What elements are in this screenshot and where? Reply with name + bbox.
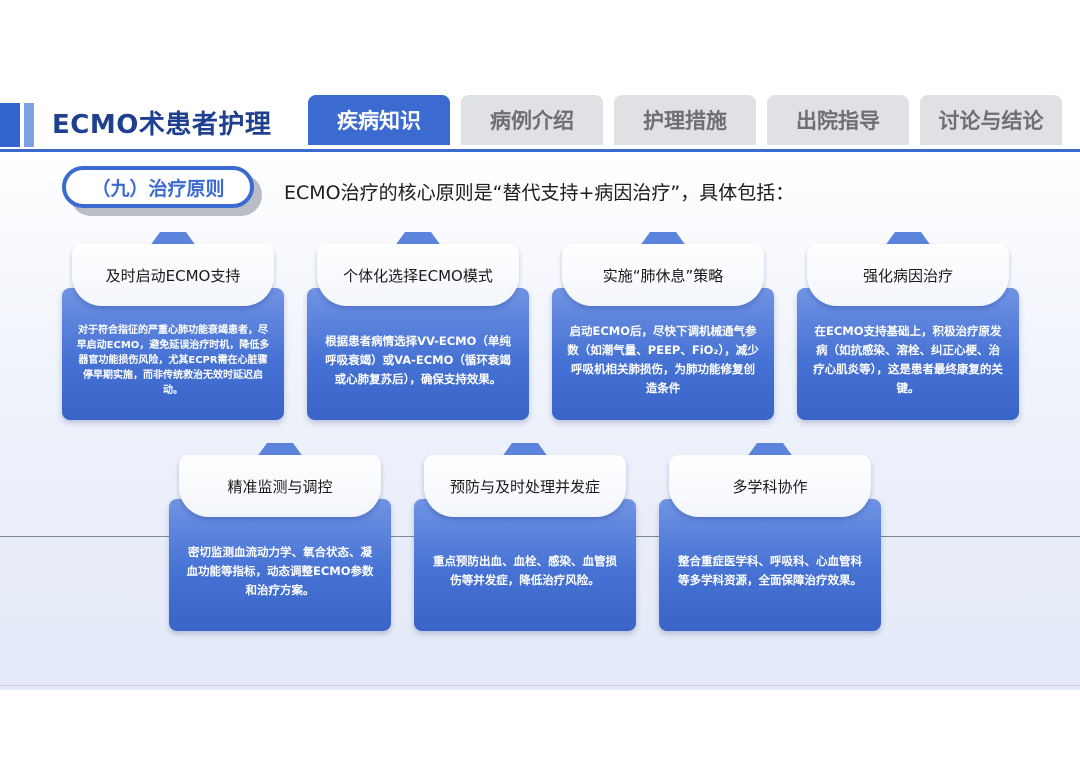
- title-accent-bar: [0, 103, 20, 147]
- card-text: 密切监测血流动力学、氧合状态、凝血功能等指标，动态调整ECMO参数和治疗方案。: [186, 544, 374, 597]
- tab-nursing-measures[interactable]: 护理措施: [614, 95, 756, 145]
- card-text: 在ECMO支持基础上，积极治疗原发病（如抗感染、溶栓、纠正心梗、治疗心肌炎等），…: [813, 324, 1003, 395]
- header-divider: [0, 149, 1080, 152]
- card-text: 重点预防出血、血栓、感染、血管损伤等并发症，降低治疗风险。: [433, 554, 617, 587]
- card-body: [659, 499, 881, 631]
- tab-discussion-conclusion[interactable]: 讨论与结论: [920, 95, 1062, 145]
- card-body: [62, 288, 284, 420]
- card-title: 精准监测与调控: [179, 455, 381, 517]
- card-title: 预防与及时处理并发症: [424, 455, 626, 517]
- tab-disease-knowledge[interactable]: 疾病知识: [308, 95, 450, 145]
- card-body: [797, 288, 1019, 420]
- card-title: 多学科协作: [669, 455, 871, 517]
- tab-case-introduction[interactable]: 病例介绍: [461, 95, 603, 145]
- card-multidisciplinary: 多学科协作 整合重症医学科、呼吸科、心血管科等多学科资源，全面保障治疗效果。: [659, 443, 881, 631]
- section-label: （九）治疗原则: [62, 166, 254, 208]
- card-title: 个体化选择ECMO模式: [317, 244, 519, 306]
- card-monitoring: 精准监测与调控 密切监测血流动力学、氧合状态、凝血功能等指标，动态调整ECMO参…: [169, 443, 391, 631]
- card-etiology-treatment: 强化病因治疗 在ECMO支持基础上，积极治疗原发病（如抗感染、溶栓、纠正心梗、治…: [797, 232, 1019, 420]
- card-text: 整合重症医学科、呼吸科、心血管科等多学科资源，全面保障治疗效果。: [678, 554, 862, 587]
- card-body: [307, 288, 529, 420]
- card-title: 强化病因治疗: [807, 244, 1009, 306]
- card-text: 对于符合指征的严重心肺功能衰竭患者，尽早启动ECMO，避免延误治疗时机，降低多器…: [76, 324, 270, 396]
- card-text: 启动ECMO后，尽快下调机械通气参数（如潮气量、PEEP、FiO₂），减少呼吸机…: [567, 324, 759, 395]
- slide-title: ECMO术患者护理: [52, 110, 272, 140]
- card-timely-ecmo: 及时启动ECMO支持 对于符合指征的严重心肺功能衰竭患者，尽早启动ECMO，避免…: [62, 232, 284, 420]
- card-body: [414, 499, 636, 631]
- card-title: 及时启动ECMO支持: [72, 244, 274, 306]
- card-text: 根据患者病情选择VV-ECMO（单纯呼吸衰竭）或VA-ECMO（循环衰竭或心肺复…: [325, 333, 511, 386]
- card-body: [169, 499, 391, 631]
- card-ecmo-mode: 个体化选择ECMO模式 根据患者病情选择VV-ECMO（单纯呼吸衰竭）或VA-E…: [307, 232, 529, 420]
- card-complications: 预防与及时处理并发症 重点预防出血、血栓、感染、血管损伤等并发症，降低治疗风险。: [414, 443, 636, 631]
- card-lung-rest: 实施“肺休息”策略 启动ECMO后，尽快下调机械通气参数（如潮气量、PEEP、F…: [552, 232, 774, 420]
- title-accent-bar-light: [24, 103, 34, 147]
- card-body: [552, 288, 774, 420]
- tab-discharge-guidance[interactable]: 出院指导: [767, 95, 909, 145]
- section-intro: ECMO治疗的核心原则是“替代支持+病因治疗”，具体包括：: [284, 182, 795, 204]
- card-title: 实施“肺休息”策略: [562, 244, 764, 306]
